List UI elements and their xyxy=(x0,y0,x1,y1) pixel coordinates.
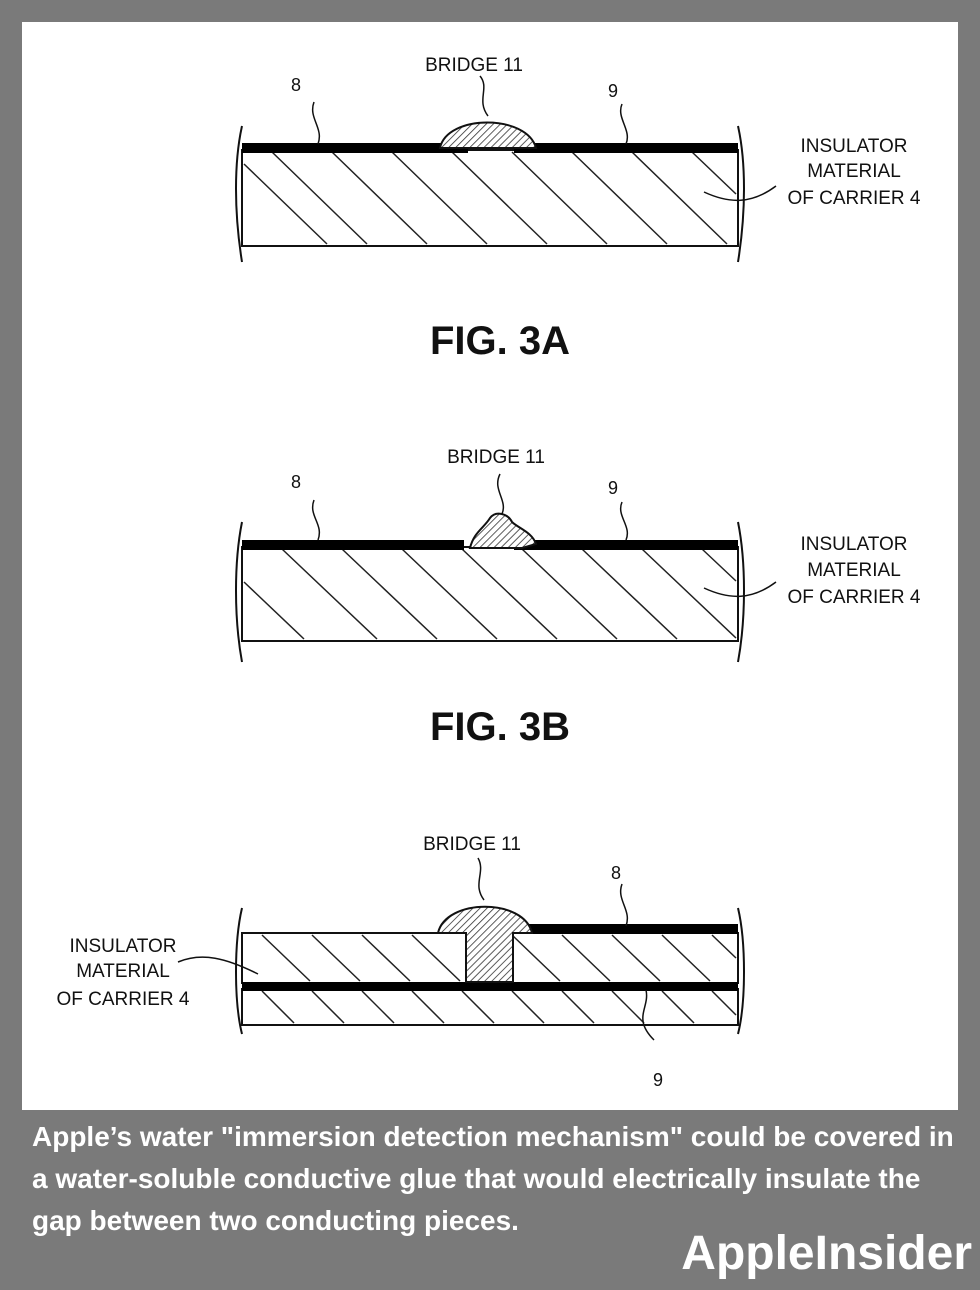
appleinsider-watermark: AppleInsider xyxy=(681,1227,972,1280)
bridge-3a xyxy=(438,121,538,149)
conductor-8-3b xyxy=(242,540,464,550)
insulator-3b-line2: MATERIAL xyxy=(807,560,901,581)
patent-figure-panel: BRIDGE 11 8 9 INSULATOR MATERIAL OF CARR… xyxy=(22,22,958,1110)
insulator-3a-line1: INSULATOR xyxy=(801,136,908,157)
conductor-8-3a xyxy=(242,143,468,153)
carrier-3b xyxy=(235,521,745,663)
bridge-label-3b: BRIDGE 11 xyxy=(447,447,545,468)
insulator-3c-line3: OF CARRIER 4 xyxy=(56,989,189,1010)
bridge-label-3a: BRIDGE 11 xyxy=(425,55,523,76)
figure-3b xyxy=(235,473,777,663)
conductor-8-3c xyxy=(520,924,738,934)
insulator-3b-line3: OF CARRIER 4 xyxy=(787,587,920,608)
figure-3a xyxy=(235,75,777,263)
bridge-label-3c: BRIDGE 11 xyxy=(423,834,521,855)
ref-8-3a: 8 xyxy=(291,75,301,95)
carrier-3a xyxy=(235,125,745,263)
conductor-9-3a xyxy=(514,143,738,153)
ref-8-3b: 8 xyxy=(291,472,301,492)
insulator-3a-line3: OF CARRIER 4 xyxy=(787,188,920,209)
article-caption: Apple’s water "immersion detection mecha… xyxy=(32,1121,954,1236)
conductor-9-3c xyxy=(242,982,738,991)
ref-8-3c: 8 xyxy=(611,863,621,883)
ref-9-3a: 9 xyxy=(608,81,618,101)
figure-3b-caption: FIG. 3B xyxy=(430,705,570,749)
carrier-3c-lower xyxy=(241,988,739,1026)
insulator-3a-line2: MATERIAL xyxy=(807,161,901,182)
figure-3a-caption: FIG. 3A xyxy=(430,319,570,363)
insulator-3c-line2: MATERIAL xyxy=(76,961,170,982)
conductor-9-3b xyxy=(514,540,738,550)
figure-3c xyxy=(177,857,745,1041)
ref-9-3b: 9 xyxy=(608,478,618,498)
insulator-3b-line1: INSULATOR xyxy=(801,534,908,555)
through-bridge-3c xyxy=(436,905,534,983)
dissolved-bridge-3b xyxy=(468,512,538,549)
insulator-3c-line1: INSULATOR xyxy=(70,936,177,957)
patent-diagram: BRIDGE 11 8 9 INSULATOR MATERIAL OF CARR… xyxy=(56,55,920,1090)
ref-9-3c: 9 xyxy=(653,1070,663,1090)
